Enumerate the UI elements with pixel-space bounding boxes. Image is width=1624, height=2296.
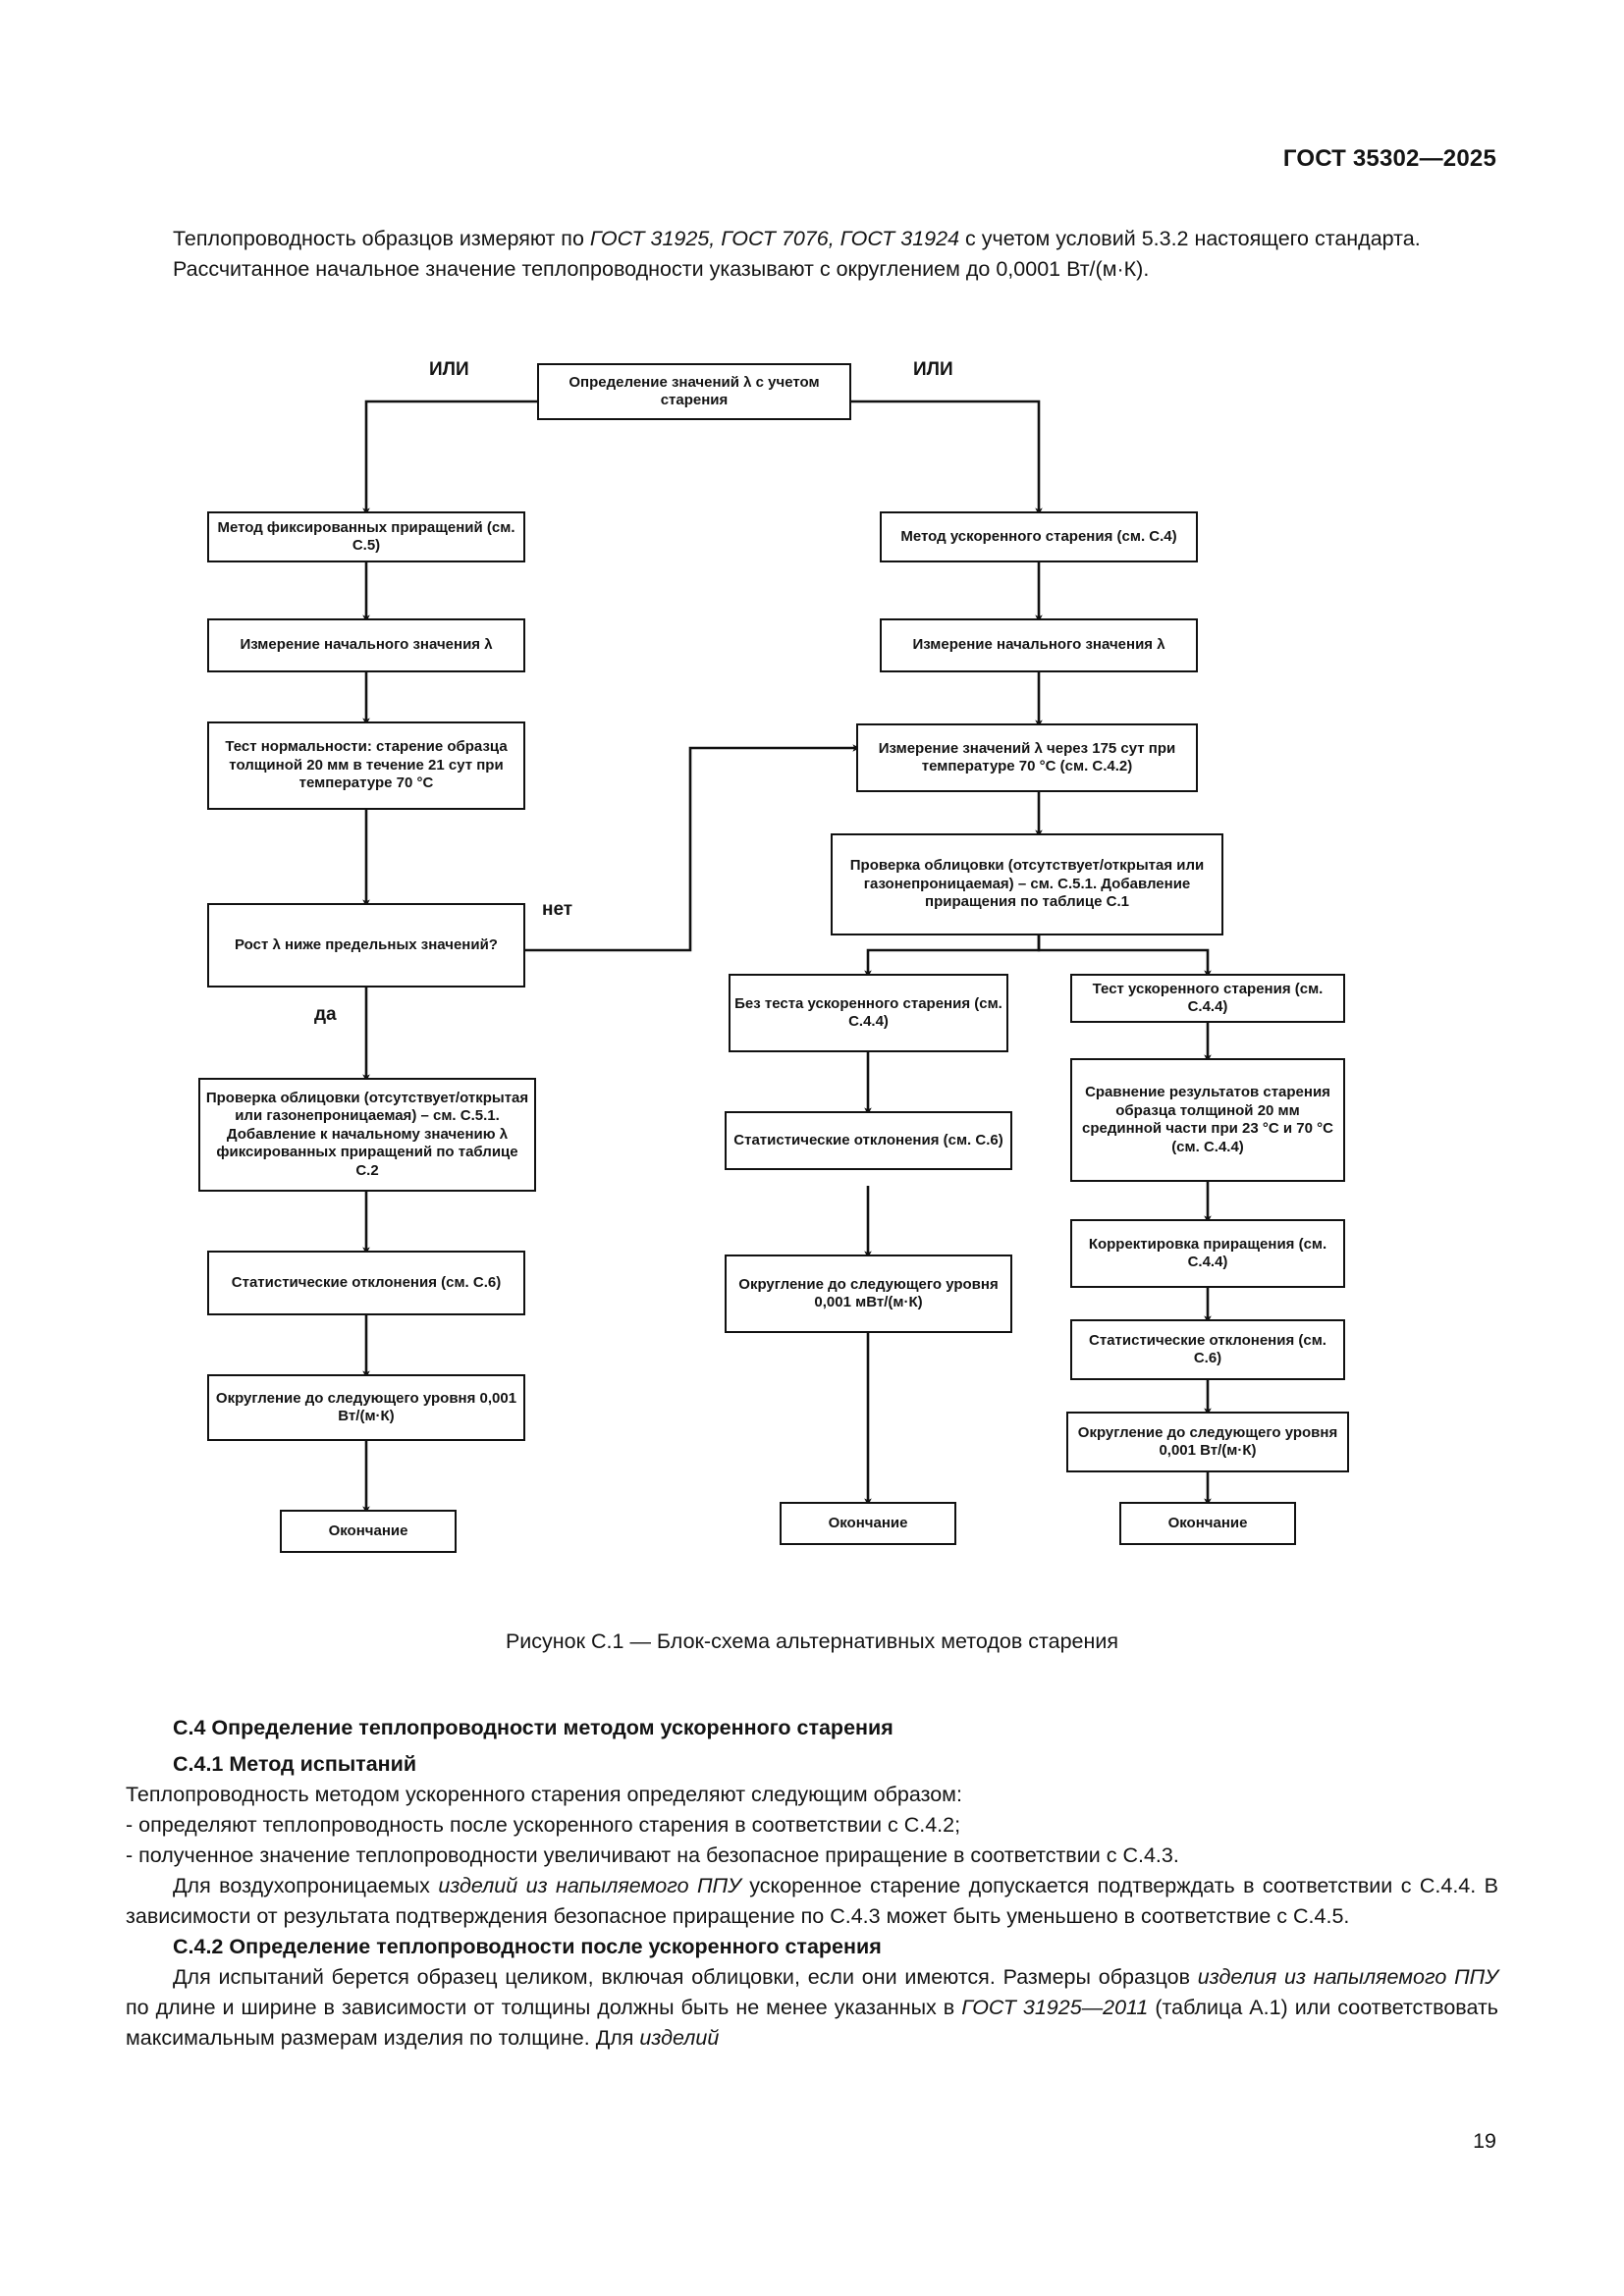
flow-box-m1-label: Без теста ускоренного старения (см. С.4.… (734, 994, 1002, 1031)
flow-box-accelerated-aging-method[interactable]: Метод ускоренного старения (см. С.4) (880, 511, 1198, 562)
flow-box-l8-label: Окончание (328, 1522, 408, 1539)
intro-p1-lead: Теплопроводность образцов измеряют по (173, 227, 590, 250)
flow-box-rr6-label: Окончание (1167, 1514, 1248, 1531)
flow-box-l4-label: Рост λ ниже предельных значений? (235, 935, 498, 953)
page-header-standard-number: ГОСТ 35302—2025 (1282, 145, 1496, 172)
intro-text-block: Теплопроводность образцов измеряют по ГО… (126, 224, 1498, 285)
flow-box-rr3-label: Корректировка приращения (см. С.4.4) (1088, 1235, 1327, 1271)
flow-box-l2-label: Измерение начального значения λ (240, 636, 493, 654)
flow-box-rr1-label: Тест ускоренного старения (см. С.4.4) (1092, 980, 1324, 1016)
flow-box-l6-label: Статистические отклонения (см. С.6) (231, 1273, 502, 1291)
flow-label-yes: да (314, 1004, 337, 1025)
flow-box-m2-label: Статистические отклонения (см. С.6) (733, 1131, 1003, 1148)
flow-box-accelerated-test[interactable]: Тест ускоренного старения (см. С.4.4) (1070, 974, 1345, 1023)
flow-box-increment-correction[interactable]: Корректировка приращения (см. С.4.4) (1070, 1219, 1345, 1288)
flow-box-facing-check-right[interactable]: Проверка облицовки (отсутствует/открытая… (831, 833, 1223, 935)
flow-box-l1-label: Метод фиксированных приращений (см. С.5) (217, 518, 515, 555)
flow-box-end-middle[interactable]: Окончание (780, 1502, 956, 1545)
flow-box-rr4-label: Статистические отклонения (см. С.6) (1089, 1331, 1326, 1367)
p3-lead: Для испытаний берется образец целиком, в… (173, 1965, 1198, 1989)
flow-box-r1-label: Метод ускоренного старения (см. С.4) (900, 527, 1177, 545)
flow-box-initial-lambda-left[interactable]: Измерение начального значения λ (207, 618, 525, 672)
bullet-c42: - определяют теплопроводность после уско… (126, 1813, 961, 1837)
flow-label-or-right: ИЛИ (913, 359, 953, 380)
flow-box-rounding-left[interactable]: Округление до следующего уровня 0,001 Вт… (207, 1374, 525, 1441)
paragraph-c41-body: Для воздухопроницаемых изделий из напыля… (126, 1871, 1498, 1932)
intro-p1-standards: ГОСТ 31925, ГОСТ 7076, ГОСТ 31924 (589, 227, 960, 250)
flow-box-l7-label: Округление до следующего уровня 0,001 Вт… (215, 1389, 517, 1425)
flow-box-normality-test[interactable]: Тест нормальности: старение образца толщ… (207, 721, 525, 810)
p3-italic-2: ГОСТ 31925—2011 (961, 1996, 1149, 2019)
flow-box-l3-label: Тест нормальности: старение образца толщ… (225, 738, 508, 792)
flow-box-m3-label: Округление до следующего уровня 0,001 мВ… (738, 1275, 999, 1311)
flow-box-end-right[interactable]: Окончание (1119, 1502, 1296, 1545)
intro-paragraph-1: Теплопроводность образцов измеряют по ГО… (126, 224, 1498, 254)
intro-paragraph-2: Рассчитанное начальное значение теплопро… (173, 257, 1150, 281)
flow-box-end-left[interactable]: Окончание (280, 1510, 457, 1553)
flow-box-facing-check-left[interactable]: Проверка облицовки (отсутствует/открытая… (198, 1078, 536, 1192)
flow-box-m4-label: Окончание (828, 1514, 908, 1531)
heading-c4: С.4 Определение теплопроводности методом… (173, 1716, 893, 1739)
paragraph-c42-body: Для испытаний берется образец целиком, в… (126, 1962, 1498, 2054)
flow-box-rounding-right[interactable]: Округление до следующего уровня 0,001 Вт… (1066, 1412, 1349, 1472)
flow-box-growth-decision[interactable]: Рост λ ниже предельных значений? (207, 903, 525, 988)
flow-box-lambda-175-days[interactable]: Измерение значений λ через 175 сут при т… (856, 723, 1198, 792)
p2-italic: изделий из напыляемого ППУ (438, 1874, 741, 1897)
p3-italic-1: изделия из напыляемого ППУ (1197, 1965, 1498, 1989)
flow-box-statistical-deviations-right[interactable]: Статистические отклонения (см. С.6) (1070, 1319, 1345, 1380)
flow-box-rounding-middle[interactable]: Округление до следующего уровня 0,001 мВ… (725, 1255, 1012, 1333)
flow-label-no: нет (542, 899, 573, 920)
p2-tail: ускоренное старение допускается подтверж… (126, 1874, 1499, 1928)
flow-box-r4-label: Проверка облицовки (отсутствует/открытая… (849, 857, 1205, 911)
flow-box-initial-lambda-right[interactable]: Измерение начального значения λ (880, 618, 1198, 672)
p2-lead: Для воздухопроницаемых (173, 1874, 439, 1897)
page-number: 19 (1473, 2129, 1496, 2153)
flow-label-or-left: ИЛИ (429, 359, 469, 380)
bullet-c43: - полученное значение теплопроводности у… (126, 1843, 1179, 1867)
p3-mid2: (таблица А.1) или соответствовать максим… (126, 1996, 1499, 2050)
flow-box-statistical-deviations-middle[interactable]: Статистические отклонения (см. С.6) (725, 1111, 1012, 1170)
flow-box-start[interactable]: Определение значений λ с учетом старения (537, 363, 851, 420)
section-c4-block: С.4 Определение теплопроводности методом… (126, 1713, 1498, 2054)
flow-box-result-comparison[interactable]: Сравнение результатов старения образца т… (1070, 1058, 1345, 1182)
flow-box-rr2-label: Сравнение результатов старения образца т… (1082, 1084, 1333, 1155)
flow-box-no-accelerated-test[interactable]: Без теста ускоренного старения (см. С.4.… (729, 974, 1008, 1052)
flow-box-rr5-label: Округление до следующего уровня 0,001 Вт… (1077, 1423, 1338, 1460)
heading-c41: С.4.1 Метод испытаний (173, 1752, 417, 1776)
flow-box-r3-label: Измерение значений λ через 175 сут при т… (878, 739, 1176, 775)
flow-box-statistical-deviations-left[interactable]: Статистические отклонения (см. С.6) (207, 1251, 525, 1315)
flow-box-start-label: Определение значений λ с учетом старения (568, 373, 820, 409)
flow-box-fixed-increment-method[interactable]: Метод фиксированных приращений (см. С.5) (207, 511, 525, 562)
intro-p1-tail: с учетом условий 5.3.2 настоящего станда… (959, 227, 1421, 250)
flow-box-l5-label: Проверка облицовки (отсутствует/открытая… (205, 1089, 529, 1179)
paragraph-c41-intro: Теплопроводность методом ускоренного ста… (126, 1783, 962, 1806)
flow-box-r2-label: Измерение начального значения λ (912, 636, 1165, 654)
p3-italic-3: изделий (639, 2026, 720, 2050)
p3-mid: по длине и ширине в зависимости от толщи… (126, 1996, 962, 2019)
figure-caption: Рисунок С.1 — Блок-схема альтернативных … (505, 1629, 1119, 1653)
heading-c42: С.4.2 Определение теплопроводности после… (173, 1935, 882, 1958)
